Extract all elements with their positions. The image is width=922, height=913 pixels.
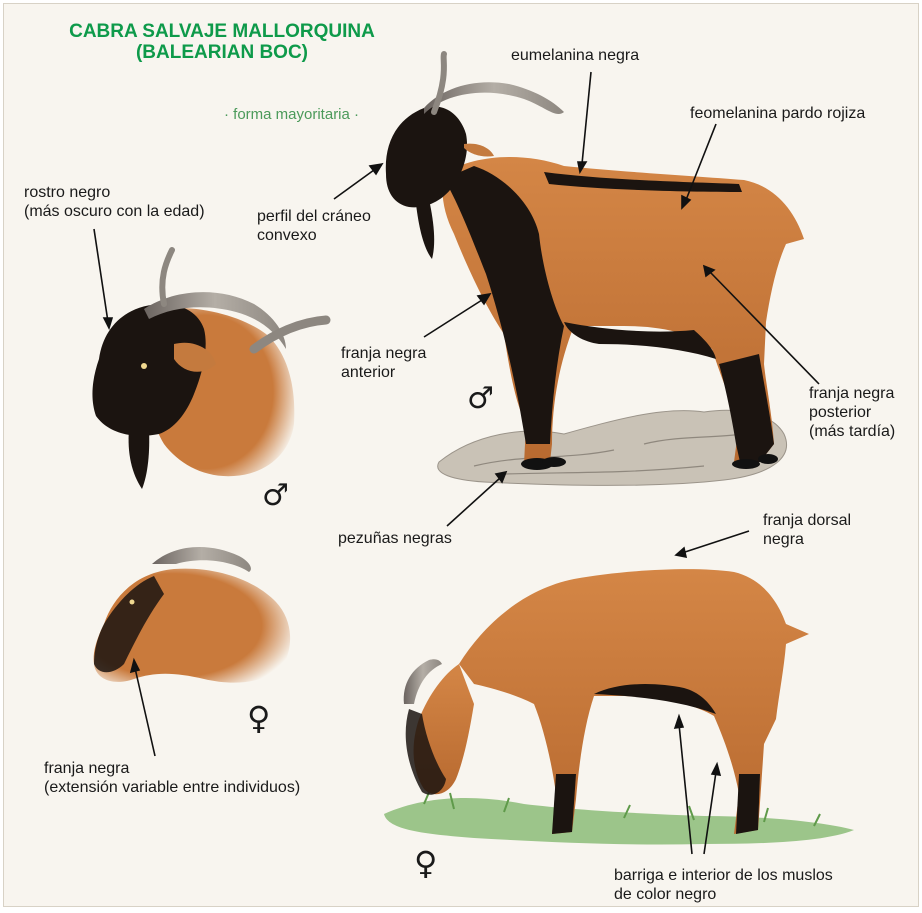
label-perfil-craneo: perfil del cráneo convexo (257, 207, 371, 245)
title-line-1: CABRA SALVAJE MALLORQUINA (56, 21, 388, 42)
label-franja-negra-variable: franja negra (extensión variable entre i… (44, 759, 300, 797)
label-eumelanina: eumelanina negra (511, 46, 639, 65)
label-rostro-line-1: rostro negro (24, 183, 205, 202)
label-franja-dorsal: franja dorsal negra (763, 511, 851, 549)
male-symbol-head: ♂ (262, 481, 289, 511)
grass (384, 798, 854, 845)
label-barriga: barriga e interior de los muslos de colo… (614, 866, 833, 904)
label-franja-anterior-line-1: franja negra (341, 344, 426, 363)
label-franja-negra-line-2: (extensión variable entre individuos) (44, 778, 300, 797)
illustration-plate: CABRA SALVAJE MALLORQUINA (BALEARIAN BOC… (3, 3, 919, 907)
label-franja-posterior: franja negra posterior (más tardía) (809, 384, 895, 441)
label-rostro: rostro negro (más oscuro con la edad) (24, 183, 205, 221)
male-head-detail (92, 250, 326, 489)
label-perfil-line-2: convexo (257, 226, 371, 245)
label-franja-dorsal-line-1: franja dorsal (763, 511, 851, 530)
label-franja-dorsal-line-2: negra (763, 530, 851, 549)
label-franja-anterior: franja negra anterior (341, 344, 426, 382)
label-perfil-line-1: perfil del cráneo (257, 207, 371, 226)
label-franja-anterior-line-2: anterior (341, 363, 426, 382)
title-line-2: (BALEARIAN BOC) (56, 42, 388, 63)
label-franja-posterior-line-3: (más tardía) (809, 422, 895, 441)
label-barriga-line-1: barriga e interior de los muslos (614, 866, 833, 885)
label-rostro-line-2: (más oscuro con la edad) (24, 202, 205, 221)
label-feomelanina: feomelanina pardo rojiza (690, 104, 865, 123)
female-symbol-head: ♀ (247, 702, 270, 734)
female-head-detail (94, 547, 291, 683)
label-franja-posterior-line-1: franja negra (809, 384, 895, 403)
subtitle: · forma mayoritaria · (224, 105, 359, 124)
label-franja-negra-line-1: franja negra (44, 759, 300, 778)
label-pezunas: pezuñas negras (338, 529, 452, 548)
female-symbol-grazing: ♀ (414, 847, 437, 879)
page-title: CABRA SALVAJE MALLORQUINA (BALEARIAN BOC… (56, 21, 388, 63)
male-symbol-standing: ♂ (467, 384, 494, 414)
label-franja-posterior-line-2: posterior (809, 403, 895, 422)
female-goat-grazing (384, 569, 854, 844)
label-barriga-line-2: de color negro (614, 885, 833, 904)
